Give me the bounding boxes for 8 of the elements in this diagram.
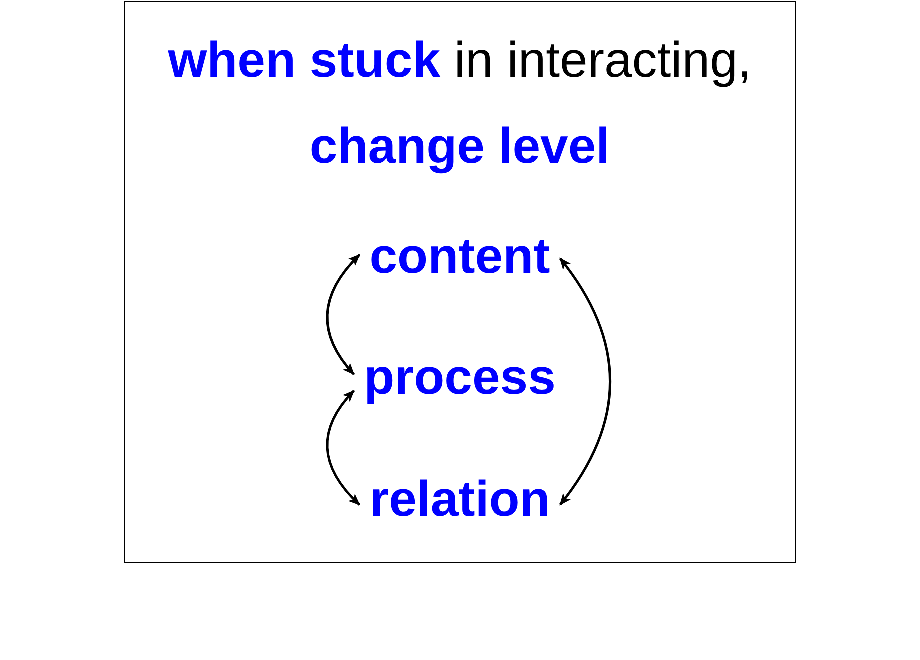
arrow xyxy=(326,390,361,506)
arrow xyxy=(559,258,612,506)
level-label: content xyxy=(360,231,560,281)
outlined-panel xyxy=(124,1,796,563)
heading-text: when stuck in interacting, xyxy=(168,35,752,85)
level-label: relation xyxy=(360,474,560,524)
level-label: process xyxy=(354,352,566,402)
arrow xyxy=(326,254,361,376)
